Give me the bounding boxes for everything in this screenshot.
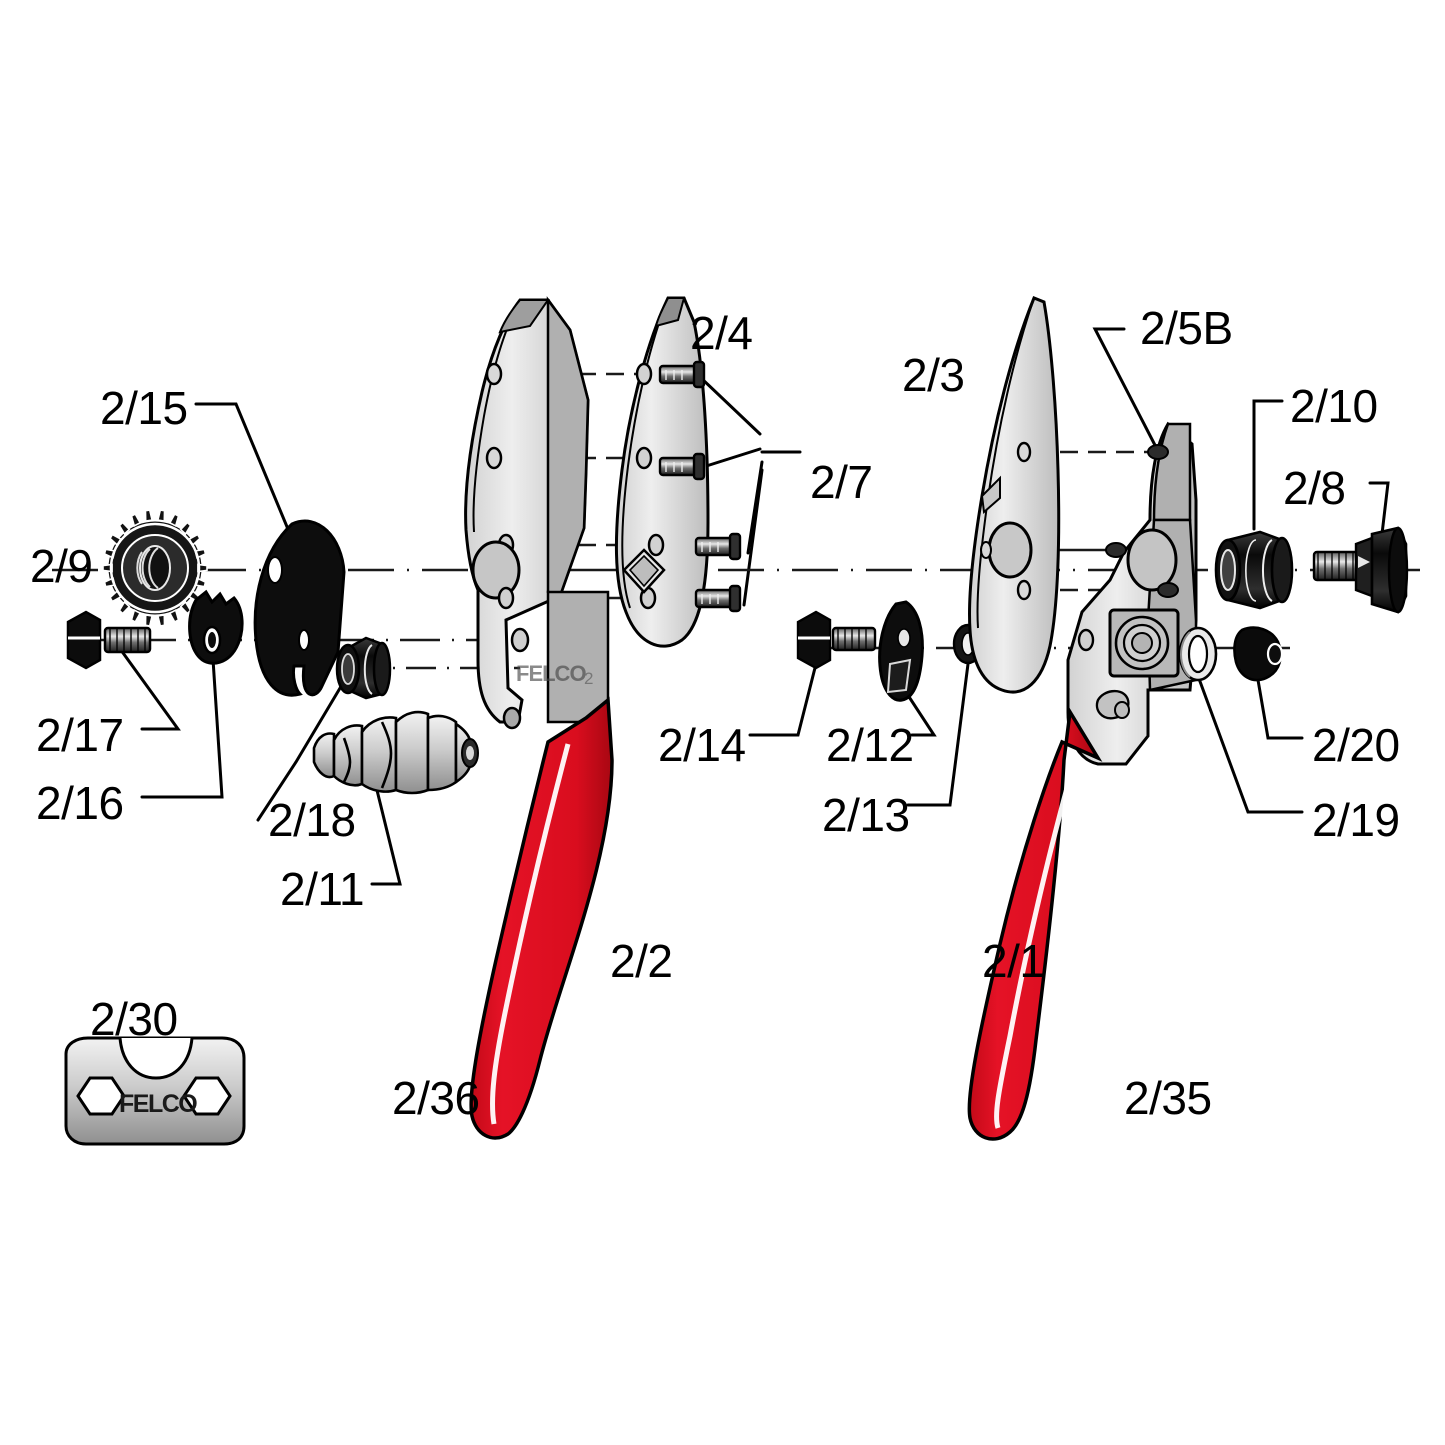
part-label-2-8: 2/8 — [1283, 462, 1346, 514]
part-2-2-left-handle-body: FELCO 2 — [464, 296, 614, 1140]
blade-engraving-felco-2: FELCO 2 — [516, 661, 593, 688]
part-label-2-11: 2/11 — [280, 863, 365, 915]
part-2-3-cutting-blade — [968, 296, 1061, 694]
part-2-7-rivet-set — [658, 360, 742, 613]
part-2-12-locking-latch — [878, 600, 924, 702]
part-label-2-18: 2/18 — [268, 794, 356, 846]
part-2-11-coil-spring — [312, 710, 479, 795]
part-label-2-19: 2/19 — [1312, 794, 1400, 846]
part-2-15-cam-plate — [253, 519, 346, 697]
svg-text:FELCO: FELCO — [516, 661, 586, 686]
part-label-2-1: 2/1 — [982, 935, 1045, 987]
part-2-20-nut-cap — [1233, 626, 1284, 682]
part-label-2-7: 2/7 — [810, 456, 873, 508]
part-label-2-20: 2/20 — [1312, 719, 1400, 771]
part-label-2-30: 2/30 — [90, 993, 178, 1045]
part-2-18-spring-bushing — [335, 636, 392, 700]
part-label-2-13: 2/13 — [822, 789, 910, 841]
part-2-8-center-bolt — [1312, 526, 1409, 614]
part-label-2-2: 2/2 — [610, 935, 673, 987]
part-2-16-lock-washer — [188, 589, 244, 665]
part-label-2-4: 2/4 — [690, 307, 753, 359]
part-label-2-5b: 2/5B — [1140, 302, 1233, 354]
part-label-2-9: 2/9 — [30, 540, 93, 592]
leader-lines — [116, 327, 1390, 886]
part-label-2-36: 2/36 — [392, 1072, 480, 1124]
part-2-10-center-bushing — [1214, 530, 1294, 610]
part-label-2-35: 2/35 — [1124, 1072, 1212, 1124]
part-2-30-felco-wrench: FELCO — [64, 1036, 246, 1146]
part-2-19-thrust-washer — [1178, 626, 1218, 682]
part-2-9-gear-nut — [102, 509, 208, 627]
wrench-engraving-felco: FELCO — [119, 1090, 197, 1118]
part-label-2-3: 2/3 — [902, 349, 965, 401]
part-label-2-14: 2/14 — [658, 719, 746, 771]
part-2-14-latch-screw — [796, 610, 877, 670]
part-label-2-12: 2/12 — [826, 719, 914, 771]
part-label-2-10: 2/10 — [1290, 380, 1378, 432]
part-label-2-17: 2/17 — [36, 709, 124, 761]
part-2-17-adjustment-screw — [66, 610, 152, 670]
part-label-2-15: 2/15 — [100, 382, 188, 434]
part-2-5b-blade-pins — [1105, 444, 1179, 598]
part-2-1-right-handle-body — [967, 421, 1198, 1141]
svg-text:2: 2 — [584, 669, 593, 688]
part-label-2-16: 2/16 — [36, 777, 124, 829]
